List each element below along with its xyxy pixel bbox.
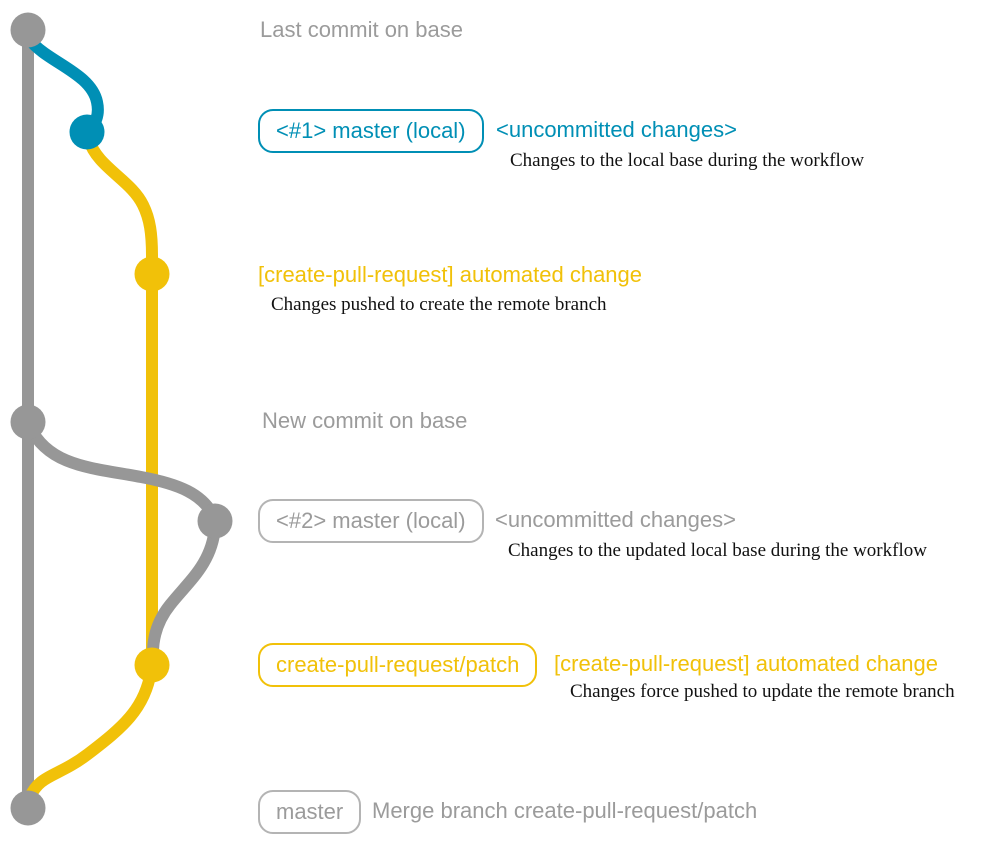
caption-automated-2: Changes force pushed to update the remot… bbox=[570, 681, 955, 702]
branch-label-master-local-1: <#1> master (local) bbox=[258, 109, 484, 153]
branch-label-master-local-2: <#2> master (local) bbox=[258, 499, 484, 543]
commit-dot-new-base bbox=[10, 404, 46, 440]
branch-label-text: master bbox=[276, 799, 344, 824]
commit-dot-patch-2 bbox=[134, 647, 170, 683]
commit-message-merge: Merge branch create-pull-request/patch bbox=[372, 797, 758, 823]
commit-message-automated-1: [create-pull-request] automated change bbox=[258, 261, 643, 287]
commit-message-new-base: New commit on base bbox=[262, 407, 468, 433]
commit-dot-local-2 bbox=[197, 503, 233, 539]
branch-label-text: <#1> master (local) bbox=[276, 118, 466, 143]
branch-label-master: master bbox=[258, 790, 362, 834]
commit-dot-last-base bbox=[10, 12, 46, 48]
git-graph bbox=[10, 12, 233, 826]
caption-uncommitted-2: Changes to the updated local base during… bbox=[508, 540, 927, 561]
commit-dot-local-1 bbox=[69, 114, 105, 150]
commit-message-automated-2: [create-pull-request] automated change bbox=[554, 650, 939, 676]
patch-merge-curve bbox=[24, 665, 157, 803]
commit-message-uncommitted-1: <uncommitted changes> bbox=[496, 116, 737, 142]
caption-automated-1: Changes pushed to create the remote bran… bbox=[271, 294, 607, 315]
commit-message-last-base: Last commit on base bbox=[260, 16, 463, 42]
branch-label-patch: create-pull-request/patch bbox=[258, 643, 538, 687]
branch-label-text: create-pull-request/patch bbox=[276, 652, 520, 677]
local2-to-patch-curve bbox=[147, 521, 221, 659]
branch-label-text: <#2> master (local) bbox=[276, 508, 466, 533]
base-to-local2-curve bbox=[24, 421, 220, 523]
commit-dot-merge bbox=[10, 790, 46, 826]
caption-uncommitted-1: Changes to the local base during the wor… bbox=[510, 150, 865, 171]
commit-dot-patch-1 bbox=[134, 256, 170, 292]
commit-message-uncommitted-2: <uncommitted changes> bbox=[495, 506, 736, 532]
patch-branch-curve-out bbox=[83, 134, 158, 262]
